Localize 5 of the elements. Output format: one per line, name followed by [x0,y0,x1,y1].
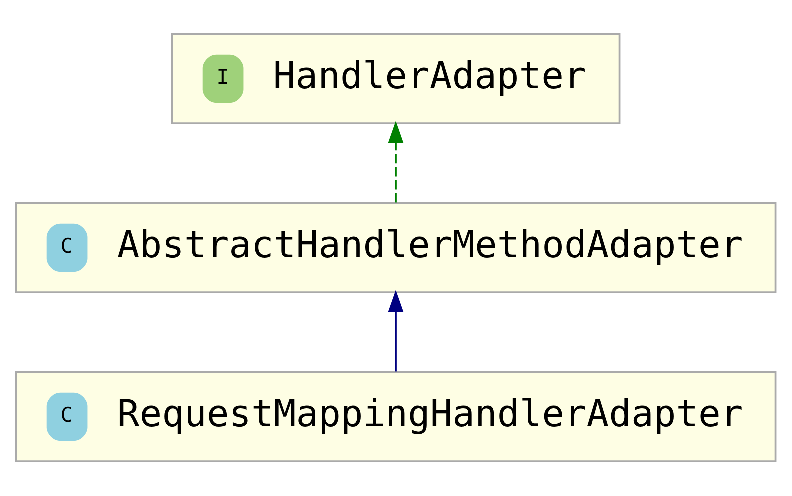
node-box: C RequestMappingHandlerAdapter [15,372,777,462]
arrow [388,121,404,203]
node-box: I HandlerAdapter [171,34,621,124]
arrow [388,290,404,372]
node-box: C AbstractHandlerMethodAdapter [15,202,777,294]
